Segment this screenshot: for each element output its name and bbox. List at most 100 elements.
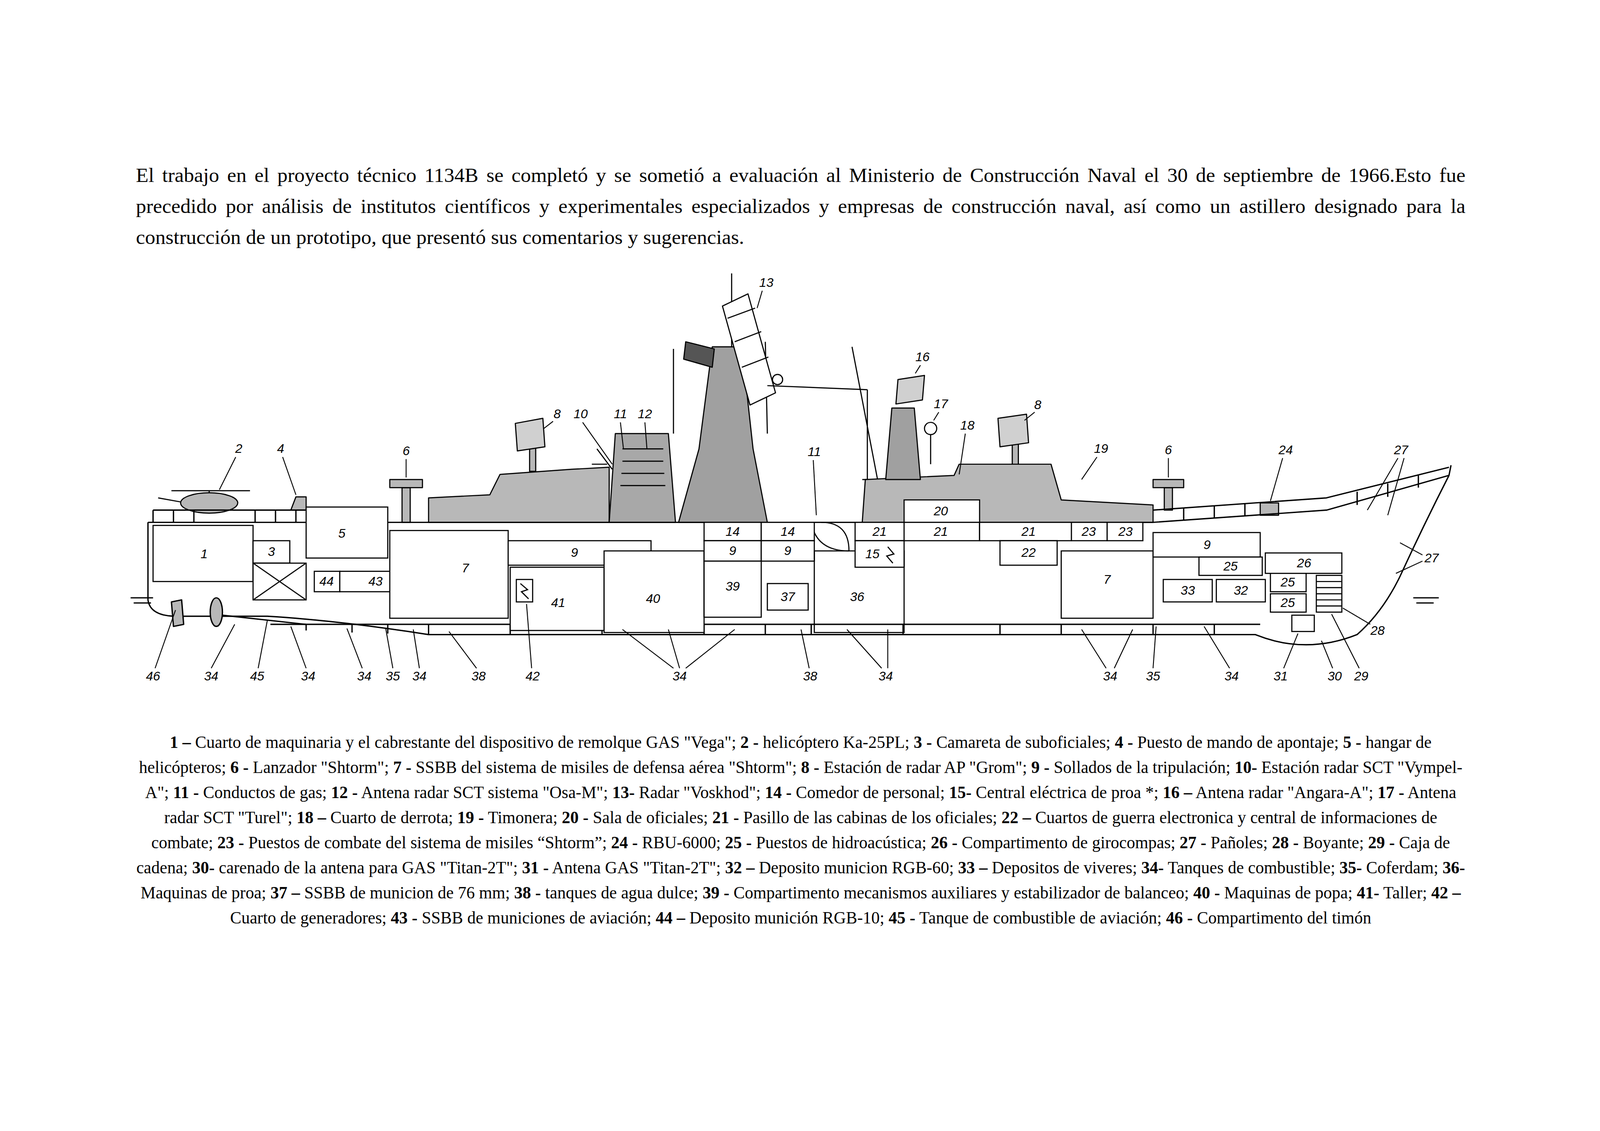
callout-number: 11 [612,407,629,421]
key-number: 1 – [169,732,191,752]
callout-number: 34 [670,670,688,683]
leader-line [1081,457,1097,480]
callout-number: 5 [337,527,348,541]
key-number: 20 - [561,808,589,827]
callout-number: 34 [299,670,317,683]
superstructure [1153,479,1184,488]
callout-number: 23 [1080,525,1098,539]
callout-number: 6 [1163,443,1174,457]
key-text: Puestos de hidroacústica; [755,833,927,852]
superstructure [722,293,776,406]
compartment-outline [603,550,704,633]
key-text: helicóptero Ka-25PL; [763,732,910,752]
hull [130,465,1451,645]
superstructure [428,467,610,523]
key-text: Maquinas de proa; [140,883,266,903]
key-item: 12 - Antena radar SCT sistema "Osa-M"; [331,783,613,802]
callout-number: 43 [367,575,385,588]
compartment-outline [1291,615,1315,632]
key-number: 41- [1356,883,1380,903]
callout-number: 40 [644,592,662,606]
key-item: 14 - Comedor de personal; [764,783,950,802]
key-text: Central eléctrica de proa *; [975,783,1159,802]
key-text: Deposito municion RGB-60; [758,858,955,878]
key-number: 9 - [1031,758,1050,777]
callout-number: 7 [460,561,471,575]
leader-line [347,628,363,669]
callout-number: 21 [871,525,889,539]
key-item: 40 - Maquinas de popa; [1193,883,1357,903]
compartment-outline [253,540,291,564]
key-item: 3 - Camareta de suboficiales; [913,732,1115,752]
key-text: Sollados de la tripulación; [1053,758,1231,777]
callout-number: 14 [779,525,797,539]
compartment-outline [1270,573,1306,592]
leader-line [526,603,532,669]
leader-line [915,365,921,374]
key-text: Pañoles; [1210,833,1268,852]
key-number: 10- [1234,758,1258,777]
compartment-outline [1316,575,1342,613]
key-text: Cuarto de derrota; [330,808,453,827]
hull [306,624,1215,635]
superstructure [929,434,931,465]
leader-line [543,421,553,429]
key-item: 30- carenado de la antena para GAS "Tita… [192,858,522,878]
callout-number: 34 [355,670,373,683]
superstructure [515,418,546,452]
key-text: Depositos de viveres; [991,858,1138,878]
key-item: 15- Central eléctrica de proa *; [949,783,1163,802]
key-text: Camareta de suboficiales; [936,732,1111,752]
leader-line [282,457,297,495]
callout-number: 15 [863,547,881,561]
callout-number: 34 [1223,670,1241,683]
leader-line [1331,614,1360,669]
key-text: RBU-6000; [642,833,722,852]
compartment-outline [704,540,762,562]
compartment-outline [253,563,307,601]
key-item: 27 - Pañoles; [1179,833,1272,852]
key-item: 4 - Puesto de mando de apontaje; [1114,732,1343,752]
leader-line [1396,542,1423,574]
leader-line [1321,640,1333,669]
superstructure [683,341,715,368]
callout-number: 27 [1423,551,1440,565]
compartment-outline [306,507,388,559]
callout-number: 46 [144,670,162,683]
key-number: 6 - [230,758,249,777]
key-item: 26 - Compartimento de girocompas; [930,833,1180,852]
callout-number: 21 [1020,525,1038,539]
key-item: 33 – Depositos de viveres; [957,858,1142,878]
compartment-outline [153,525,254,582]
callout-number: 20 [932,504,950,518]
key-number: 33 – [957,858,988,878]
callout-number: 45 [248,670,266,683]
key-number: 32 – [725,858,755,878]
key-item: 45 - Tanque de combustible de aviación; [888,908,1166,928]
callout-number: 8 [552,407,563,421]
key-number: 12 - [331,783,359,802]
compartment-outline [314,571,340,593]
callout-number: 44 [317,575,335,588]
compartment-outline [855,522,904,541]
key-item: 39 - Compartimento mecanismos auxiliares… [702,883,1194,903]
leader-line [1367,457,1405,515]
callout-number: 28 [1369,624,1387,638]
compartment-outline [1270,593,1306,613]
hull [153,510,307,523]
key-number: 26 - [930,833,958,852]
callout-number: 7 [1102,573,1113,587]
callout-number: 9 [782,544,793,558]
leader-line [644,422,647,449]
callout-number: 9 [727,544,738,558]
key-number: 11 - [173,783,200,802]
key-text: SSBB de municiones de aviación; [421,908,652,928]
key-text: Antena radar SCT sistema "Osa-M"; [361,783,608,802]
key-item: 35- Coferdam; [1339,858,1443,878]
leader-line [582,422,613,465]
compartment-outline [510,567,605,631]
key-number: 7 - [393,758,412,777]
key-item: 46 - Compartimento del timón [1165,908,1372,928]
callout-number: 35 [384,670,402,683]
key-item: 21 - Pasillo de las cabinas de los ofici… [712,808,1002,827]
